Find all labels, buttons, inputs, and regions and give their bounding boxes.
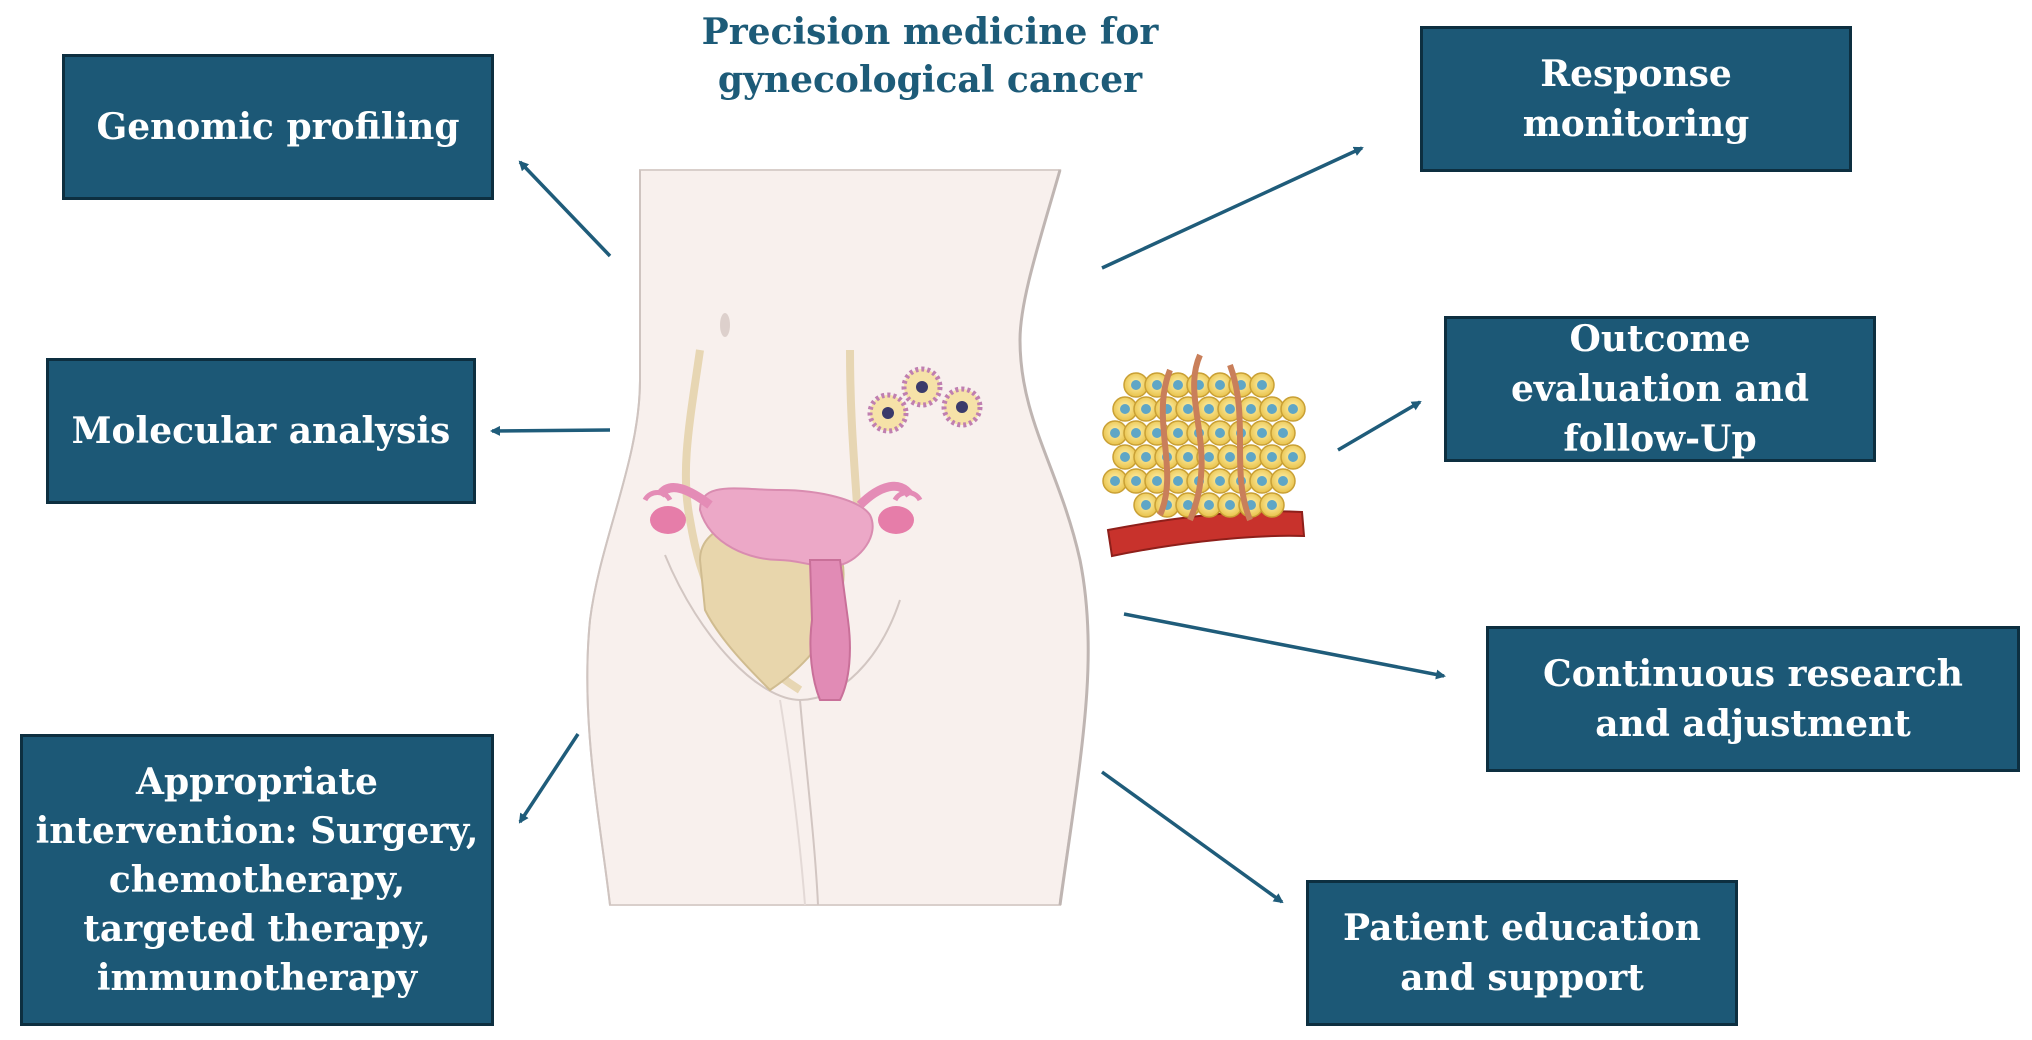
arrow-to-molecular [490, 425, 611, 436]
arrow-to-response [1101, 146, 1364, 270]
response-monitoring-box: Response monitoring [1420, 26, 1852, 172]
appropriate-intervention-box: Appropriate intervention: Surgery, chemo… [20, 734, 494, 1026]
genomic-profiling-label: Genomic profiling [96, 106, 460, 148]
continuous-research-label: Continuous research and adjustment [1543, 653, 1963, 745]
arrow-to-appropriate [518, 733, 580, 824]
outcome-evaluation-box: Outcome evaluation and follow-Up [1444, 316, 1876, 462]
appropriate-intervention-label: Appropriate intervention: Surgery, chemo… [35, 760, 479, 999]
outcome-evaluation-label: Outcome evaluation and follow-Up [1510, 318, 1810, 460]
response-monitoring-label: Response monitoring [1522, 53, 1750, 145]
uterus-illustration [642, 349, 923, 701]
patient-education-label: Patient education and support [1343, 907, 1701, 999]
diagram-title: Precision medicine for gynecological can… [701, 11, 1159, 101]
floating-cells-illustration [867, 366, 983, 434]
arrow-to-patient [1100, 770, 1284, 904]
arrow-to-outcome [1337, 400, 1422, 452]
genomic-profiling-box: Genomic profiling [62, 54, 494, 200]
continuous-research-box: Continuous research and adjustment [1486, 626, 2020, 772]
patient-education-box: Patient education and support [1306, 880, 1738, 1026]
arrow-to-genomic [518, 160, 612, 258]
arrows [490, 146, 1446, 904]
arrow-to-continuous [1123, 612, 1446, 680]
molecular-analysis-box: Molecular analysis [46, 358, 476, 504]
molecular-analysis-label: Molecular analysis [71, 410, 451, 452]
tumor-illustration [1102, 353, 1306, 558]
